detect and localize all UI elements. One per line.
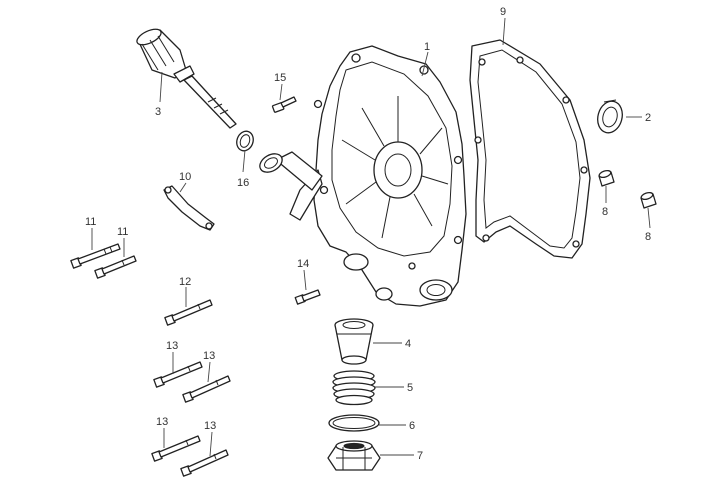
callout-3: 3 xyxy=(155,106,161,118)
callout-5: 5 xyxy=(407,382,413,394)
callout-7: 7 xyxy=(417,450,423,462)
oil-seal-2-part xyxy=(597,99,623,134)
callout-1: 1 xyxy=(424,41,430,53)
bolt-13b-part xyxy=(182,375,231,403)
drain-plug-7-part xyxy=(327,440,381,471)
callout-13-c: 13 xyxy=(156,416,168,428)
callout-8-a: 8 xyxy=(602,206,608,218)
callout-12: 12 xyxy=(179,276,191,288)
callout-13-b: 13 xyxy=(203,350,215,362)
callout-10: 10 xyxy=(179,171,191,183)
callout-13-d: 13 xyxy=(204,420,216,432)
bolt-11a-part xyxy=(70,243,121,269)
bolt-13c-part xyxy=(151,435,201,462)
callout-labels: 1 2 3 4 5 6 7 8 8 9 10 11 11 12 13 13 13… xyxy=(85,6,651,462)
callout-16: 16 xyxy=(237,177,249,189)
bracket-10-part xyxy=(163,185,215,231)
callout-11-a: 11 xyxy=(85,216,96,228)
leader-lines xyxy=(91,17,651,457)
callout-9: 9 xyxy=(500,6,506,18)
bolt-13a-part xyxy=(153,361,203,388)
bolt-14-part xyxy=(294,289,321,305)
bolt-15-part xyxy=(271,96,297,113)
crankcase-cover-part xyxy=(259,45,467,307)
spring-5-part xyxy=(332,370,376,406)
bolt-12-part xyxy=(164,299,213,326)
dipstick-cap-part xyxy=(136,28,237,129)
callout-15: 15 xyxy=(274,72,286,84)
bolt-13d-part xyxy=(180,449,229,477)
callout-11-b: 11 xyxy=(117,226,128,238)
bolt-11b-part xyxy=(94,255,137,279)
dowel-pin-8a-part xyxy=(598,169,615,187)
strainer-4-part xyxy=(334,318,374,365)
callout-4: 4 xyxy=(405,338,411,350)
callout-6: 6 xyxy=(409,420,415,432)
callout-8-b: 8 xyxy=(645,231,651,243)
dowel-pin-8b-part xyxy=(640,191,657,209)
o-ring-6-part xyxy=(328,414,380,432)
callout-14: 14 xyxy=(297,258,309,270)
callout-2: 2 xyxy=(645,112,651,124)
gasket-9-part xyxy=(469,39,591,259)
callout-13-a: 13 xyxy=(166,340,178,352)
washer-16-part xyxy=(236,130,254,152)
